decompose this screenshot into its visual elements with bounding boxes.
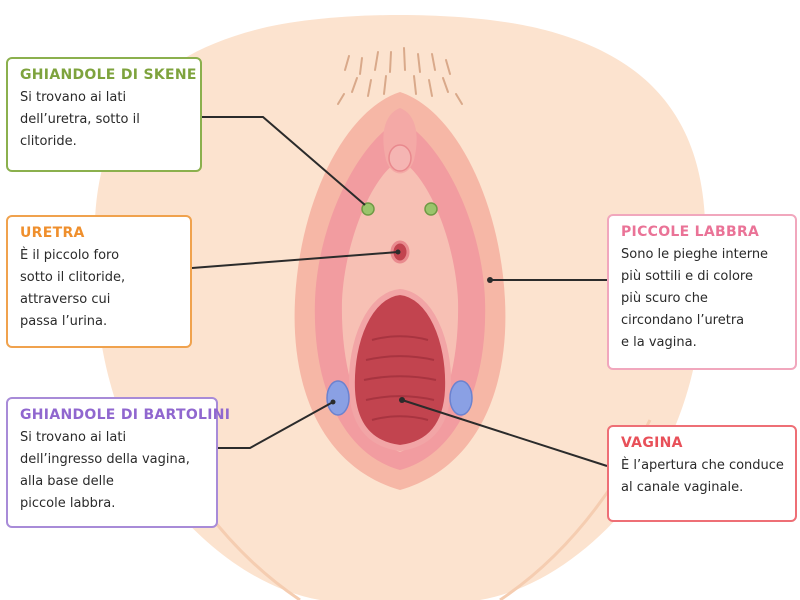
skene-line: Si trovano ai lati <box>20 90 127 105</box>
bartolini-line: piccole labbra. <box>20 496 116 511</box>
dot-bartolini <box>330 399 336 405</box>
vagina-line: È l’apertura che conduce <box>621 458 784 473</box>
skene-gland-right <box>424 202 438 216</box>
vagina-title: VAGINA <box>621 435 683 451</box>
uretra-line: sotto il clitoride, <box>20 270 126 285</box>
skene-line: dell’uretra, sotto il <box>20 112 140 127</box>
leader-vagina <box>401 399 608 467</box>
piccole-line: più sottili e di colore <box>621 269 753 284</box>
label-vagina: VAGINA È l’apertura che conduce al canal… <box>607 425 797 522</box>
clitoris <box>388 144 412 172</box>
leader-lines <box>191 116 608 467</box>
leader-skene <box>202 116 366 206</box>
skene-title: GHIANDOLE DI SKENE <box>20 67 197 83</box>
leader-bartolini <box>218 401 334 449</box>
skene-line: clitoride. <box>20 134 77 149</box>
bartolini-line: Si trovano ai lati <box>20 430 127 445</box>
label-ghiandole-di-bartolini: GHIANDOLE DI BARTOLINI Si trovano ai lat… <box>6 397 231 528</box>
uretra-line: passa l’urina. <box>20 314 108 329</box>
dot-uretra <box>395 249 401 255</box>
piccole-title: PICCOLE LABBRA <box>621 224 760 240</box>
bartolini-line: alla base delle <box>20 474 114 489</box>
uretra-line: attraverso cui <box>20 292 111 307</box>
piccole-line: circondano l’uretra <box>621 313 745 328</box>
dot-vagina <box>399 397 405 403</box>
skene-gland-left <box>361 202 375 216</box>
pubic-hair <box>337 47 463 105</box>
label-ghiandole-di-skene: GHIANDOLE DI SKENE Si trovano ai lati de… <box>6 57 202 172</box>
piccole-line: Sono le pieghe interne <box>621 247 769 262</box>
label-piccole-labbra: PICCOLE LABBRA Sono le pieghe interne pi… <box>607 214 797 370</box>
bartholin-gland-right <box>449 380 473 416</box>
vagina-line: al canale vaginale. <box>621 480 744 495</box>
piccole-line: e la vagina. <box>621 335 697 350</box>
leader-endpoints <box>330 249 493 405</box>
piccole-line: più scuro che <box>621 291 708 306</box>
uretra-title: URETRA <box>20 225 85 241</box>
bartolini-line: dell’ingresso della vagina, <box>20 452 190 467</box>
bartholin-gland-left <box>326 380 350 416</box>
uretra-line: È il piccolo foro <box>20 248 120 263</box>
bartolini-title: GHIANDOLE DI BARTOLINI <box>20 407 231 423</box>
vaginal-opening <box>348 288 452 452</box>
leader-uretra <box>191 251 399 269</box>
vaginal-rugae <box>363 335 437 421</box>
label-uretra: URETRA È il piccolo foro sotto il clitor… <box>6 215 192 348</box>
dot-piccole <box>487 277 493 283</box>
